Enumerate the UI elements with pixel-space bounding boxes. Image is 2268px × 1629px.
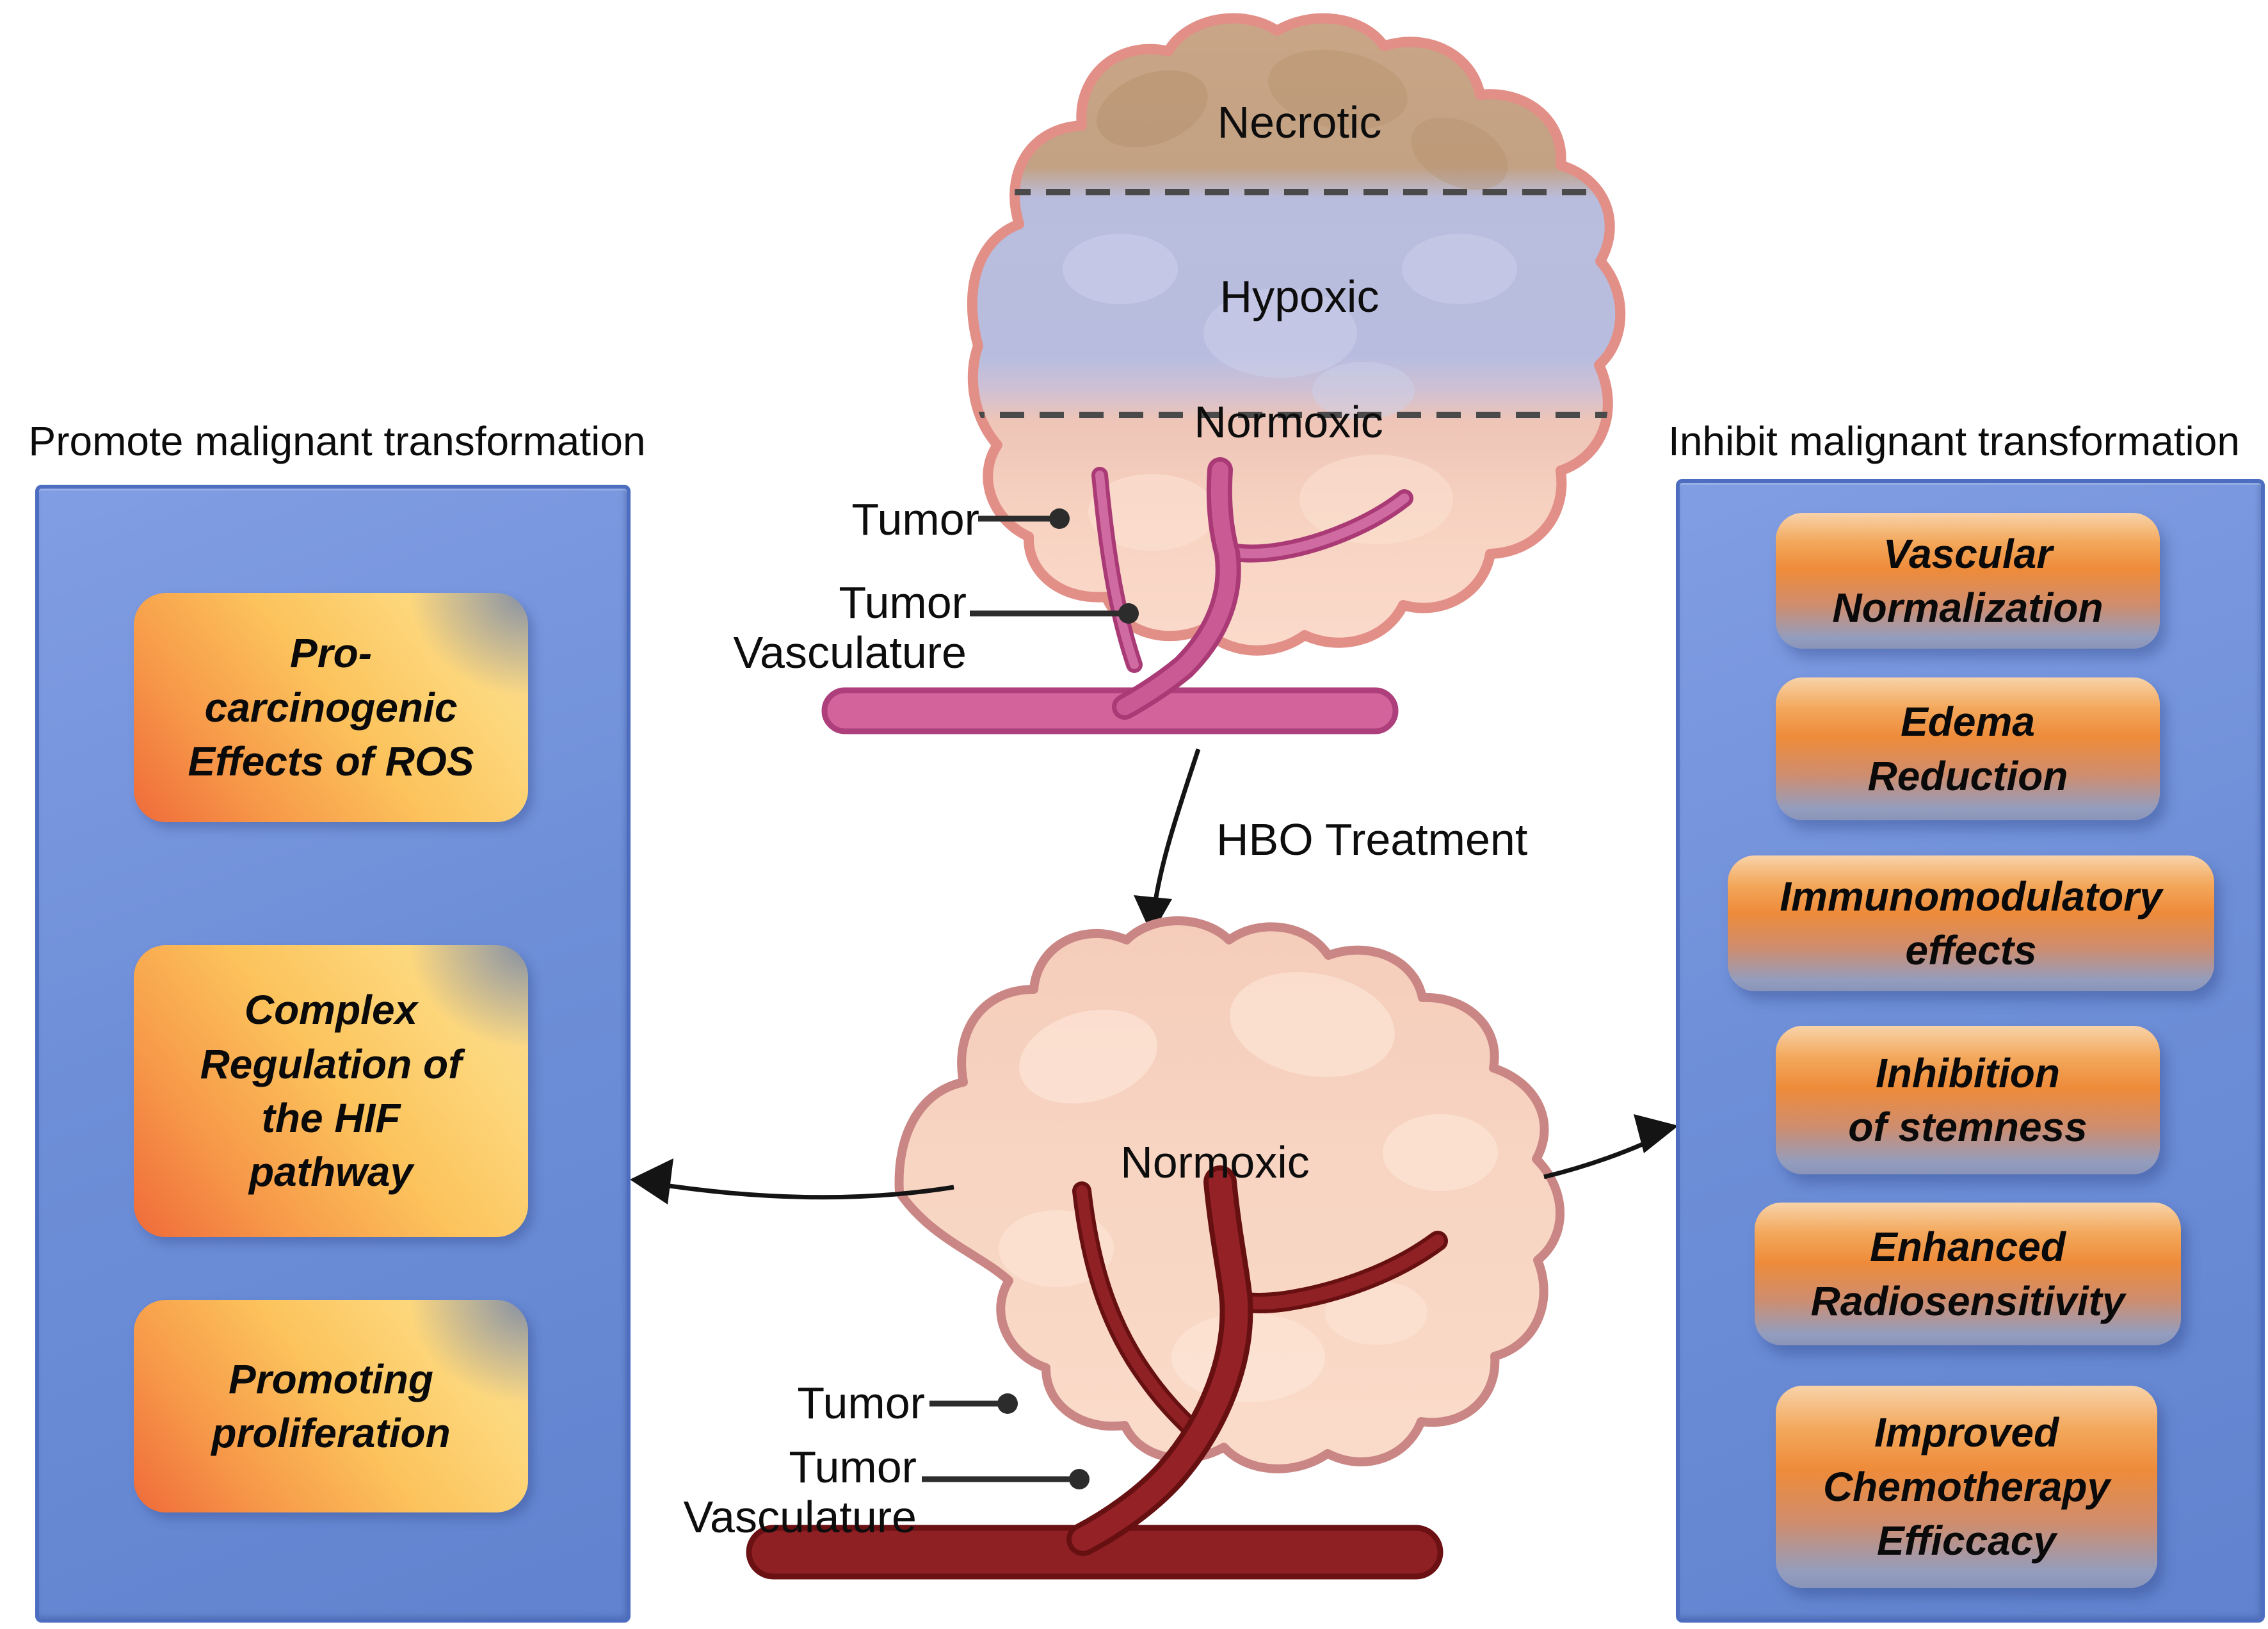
left-heading: Promote malignant transformation: [28, 418, 646, 464]
tumor-vasculature-label-bottom: Tumor Vasculature: [683, 1442, 917, 1543]
box-vascular-normalization: Vascular Normalization: [1776, 513, 2160, 649]
box-inhibition-of-stemness-label: Inhibition of stemness: [1848, 1050, 2087, 1150]
box-hif-regulation-label: Complex Regulation of the HIF pathway: [200, 987, 462, 1195]
box-pro-carcinogenic-ros-label: Pro- carcinogenic Effects of ROS: [188, 630, 474, 785]
box-enhanced-radiosensitivity: Enhanced Radiosensitivity: [1755, 1203, 2181, 1345]
tumor-vasculature-label-top: Tumor Vasculature: [733, 578, 967, 678]
box-hif-regulation: Complex Regulation of the HIF pathway: [134, 945, 528, 1237]
bottom-vasculature-pointer-dot: [1069, 1469, 1090, 1489]
tumor-label-top: Tumor: [851, 494, 979, 544]
box-edema-reduction: Edema Reduction: [1776, 677, 2160, 820]
box-immunomodulatory-effects: Immunomodulatory effects: [1728, 855, 2214, 991]
top-vasculature-pointer-dot: [1118, 603, 1139, 624]
tumor-label-bottom: Tumor: [797, 1378, 925, 1428]
top-feeding-vessel: [821, 687, 1399, 734]
box-promoting-proliferation: Promoting proliferation: [134, 1300, 528, 1512]
hbo-treatment-arrow: [1134, 748, 1201, 935]
box-immunomodulatory-effects-label: Immunomodulatory effects: [1780, 873, 2162, 973]
top-tumor-blob: [967, 13, 1626, 656]
normoxic-zone-label-bottom: Normoxic: [1120, 1137, 1310, 1187]
box-inhibition-of-stemness: Inhibition of stemness: [1776, 1026, 2160, 1174]
promote-arrow-left: [630, 1158, 954, 1204]
box-edema-reduction-label: Edema Reduction: [1867, 699, 2068, 799]
box-vascular-normalization-label: Vascular Normalization: [1832, 530, 2103, 631]
bottom-tumor-texture: [999, 972, 1498, 1402]
box-improved-chemotherapy: Improved Chemotherapy Efficcacy: [1776, 1386, 2157, 1588]
normoxic-zone-label-top: Normoxic: [1194, 397, 1383, 447]
hypoxic-zone-label: Hypoxic: [1219, 272, 1379, 321]
necrotic-zone-label: Necrotic: [1217, 97, 1382, 147]
top-tumor-pointer-dot: [1049, 508, 1070, 529]
label-leaders: [922, 508, 1139, 1489]
box-enhanced-radiosensitivity-label: Enhanced Radiosensitivity: [1810, 1224, 2125, 1324]
inhibit-arrow-right: [1543, 1114, 1678, 1179]
box-improved-chemotherapy-label: Improved Chemotherapy Efficcacy: [1822, 1409, 2111, 1564]
right-heading: Inhibit malignant transformation: [1668, 418, 2240, 464]
box-pro-carcinogenic-ros: Pro- carcinogenic Effects of ROS: [134, 593, 528, 822]
bottom-tumor-pointer-dot: [997, 1393, 1018, 1414]
top-tumor-vasculature: [821, 457, 1413, 734]
box-promoting-proliferation-label: Promoting proliferation: [211, 1356, 451, 1456]
bottom-tumor-vasculature: [746, 1165, 1448, 1580]
hbo-treatment-label: HBO Treatment: [1216, 814, 1528, 864]
top-tumor-texture: [972, 49, 1613, 551]
